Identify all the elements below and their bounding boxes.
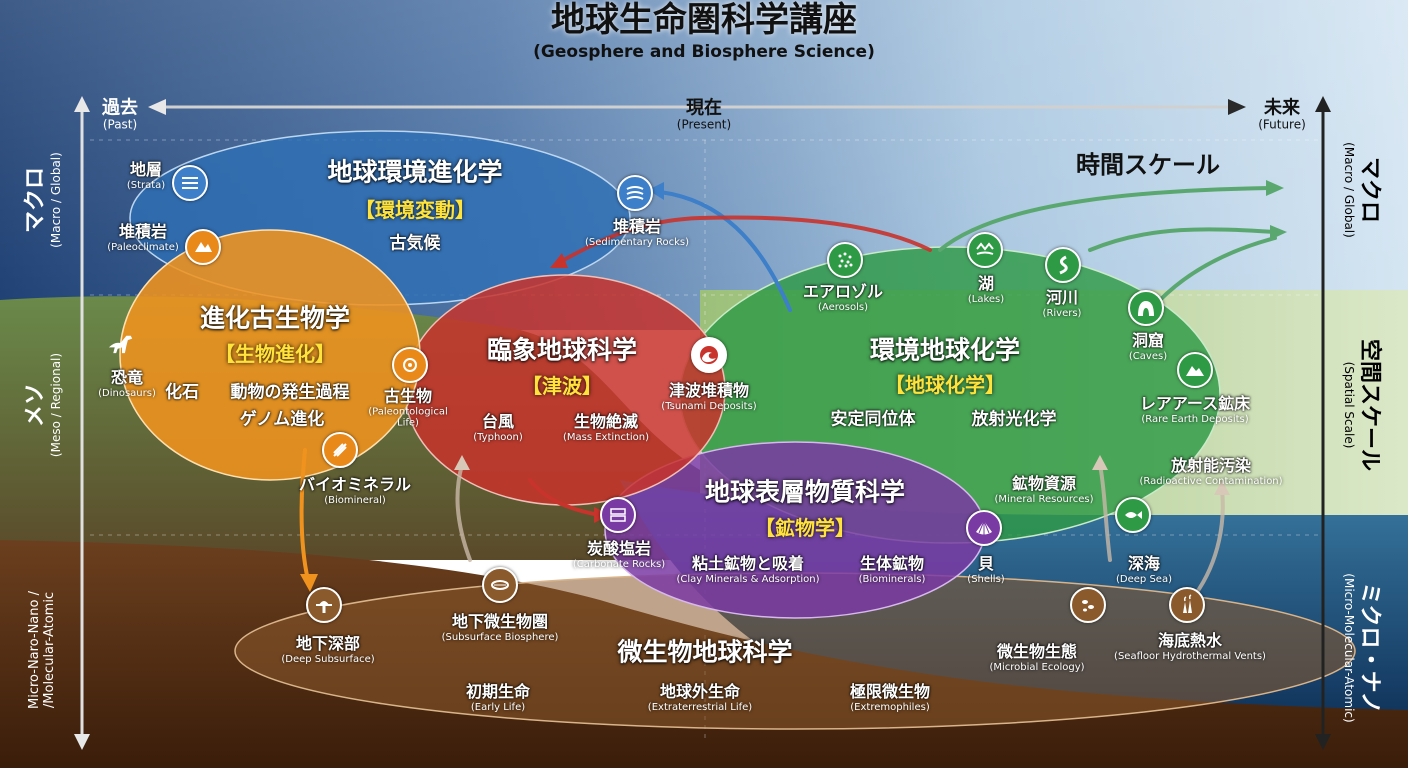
dinosaur-icon bbox=[106, 327, 138, 359]
rare-earth-icon bbox=[1177, 352, 1213, 388]
field-paleo-name: 進化古生物学 bbox=[199, 303, 351, 333]
rivers-icon bbox=[1045, 247, 1081, 283]
label-rare-earth: レアアース鉱床(Rare Earth Deposits) bbox=[1139, 394, 1251, 425]
field-surface-sub: 【鉱物学】 bbox=[755, 516, 855, 540]
field-env-evolution-topic: 古気候 bbox=[389, 233, 441, 254]
label-extraterrestrial-life: 地球外生命(Extraterrestrial Life) bbox=[647, 682, 753, 713]
right-axis-micro: ミクロ・ナノ (Micro-Molecular-Atomic) bbox=[1342, 573, 1382, 723]
label-paleoclimate: 堆積岩(Paleoclimate) bbox=[107, 222, 179, 253]
field-geochem-topic-synchrotron: 放射光化学 bbox=[971, 409, 1057, 430]
right-axis-macro: マクロ (Macro / Global) bbox=[1342, 142, 1382, 238]
right-axis-spatial: 空間スケール (Spatial Scale) bbox=[1342, 338, 1382, 472]
label-microbial-ecology: 微生物生態(Microbial Ecology) bbox=[989, 642, 1085, 673]
carbonate-rocks-icon bbox=[600, 497, 636, 533]
page-subtitle: (Geosphere and Biosphere Science) bbox=[533, 42, 875, 63]
left-axis-micro: Micro-Naro-Nano / /Molecular-Atomic bbox=[27, 591, 57, 709]
label-shells: 貝(Shells) bbox=[967, 554, 1005, 585]
field-geochem-name: 環境地球化学 bbox=[869, 335, 1021, 365]
aerosols-icon bbox=[827, 242, 863, 278]
field-micro-name: 微生物地球科学 bbox=[617, 637, 793, 667]
field-env-evolution-name: 地球環境進化学 bbox=[327, 157, 503, 187]
deep-sea-fish-icon bbox=[1115, 497, 1151, 533]
label-early-life: 初期生命(Early Life) bbox=[465, 682, 531, 713]
axis-present: 現在 (Present) bbox=[676, 97, 732, 132]
label-strata: 地層(Strata) bbox=[126, 160, 166, 191]
label-rivers: 河川(Rivers) bbox=[1042, 288, 1082, 319]
label-deep-subsurface: 地下深部(Deep Subsurface) bbox=[281, 634, 375, 665]
title-block: 地球生命圏科学講座 (Geosphere and Biosphere Scien… bbox=[533, 0, 875, 63]
field-catastrophe-sub: 【津波】 bbox=[522, 374, 602, 398]
label-lakes: 湖(Lakes) bbox=[967, 274, 1005, 305]
time-scale-label: 時間スケール bbox=[1076, 150, 1220, 179]
label-dinosaurs: 恐竜(Dinosaurs) bbox=[98, 368, 156, 399]
field-paleo-topic-development: 動物の発生過程 bbox=[230, 382, 350, 403]
label-carbonate-rocks: 炭酸塩岩(Carbonate Rocks) bbox=[572, 539, 666, 570]
field-surface-name: 地球表層物質科学 bbox=[704, 477, 906, 507]
label-tsunami-deposits: 津波堆積物(Tsunami Deposits) bbox=[661, 381, 757, 412]
field-paleo-topic-genome: ゲノム進化 bbox=[239, 409, 325, 430]
label-radioactive: 放射能汚染(Radioactive Contamination) bbox=[1139, 456, 1283, 487]
axis-past: 過去 (Past) bbox=[102, 97, 138, 132]
field-geochem-topic-isotope: 安定同位体 bbox=[830, 409, 916, 430]
field-paleo-sub: 【生物進化】 bbox=[215, 342, 335, 366]
sedimentary-rocks-icon bbox=[617, 175, 653, 211]
paleoclimate-icon bbox=[185, 229, 221, 265]
label-extremophiles: 極限微生物(Extremophiles) bbox=[849, 682, 931, 713]
microbial-ecology-icon bbox=[1070, 587, 1106, 623]
label-mass-extinction: 生物絶滅(Mass Extinction) bbox=[562, 412, 650, 443]
label-clay-minerals: 粘土鉱物と吸着(Clay Minerals & Adsorption) bbox=[676, 554, 820, 585]
tsunami-icon bbox=[691, 337, 727, 373]
label-typhoon: 台風(Typhoon) bbox=[473, 412, 523, 443]
hydrothermal-vents-icon bbox=[1169, 587, 1205, 623]
label-mineral-resources: 鉱物資源(Mineral Resources) bbox=[994, 474, 1094, 505]
label-caves: 洞窟(Caves) bbox=[1128, 331, 1168, 362]
caves-icon bbox=[1128, 290, 1164, 326]
field-geochem-sub: 【地球化学】 bbox=[885, 373, 1005, 397]
label-deep-sea: 深海(Deep Sea) bbox=[1116, 554, 1172, 585]
paleontological-life-icon bbox=[392, 347, 428, 383]
label-paleontological-life: 古生物(Paleontological Life) bbox=[368, 386, 448, 429]
label-hydrothermal-vents: 海底熱水(Seafloor Hydrothermal Vents) bbox=[1114, 631, 1266, 662]
axis-future: 未来 (Future) bbox=[1258, 97, 1306, 132]
label-biominerals: 生体鉱物(Biominerals) bbox=[858, 554, 926, 585]
label-subsurface-biosphere: 地下微生物圏(Subsurface Biosphere) bbox=[441, 612, 559, 643]
field-paleo-topic-fossil: 化石 bbox=[165, 382, 199, 403]
biomineral-icon bbox=[322, 432, 358, 468]
shells-icon bbox=[966, 510, 1002, 546]
left-axis-macro: マクロ (Macro / Global) bbox=[23, 152, 63, 248]
field-env-evolution-sub: 【環境変動】 bbox=[355, 198, 475, 222]
page-title: 地球生命圏科学講座 bbox=[551, 0, 857, 40]
deep-subsurface-icon bbox=[306, 587, 342, 623]
field-catastrophe-name: 臨象地球科学 bbox=[486, 335, 638, 365]
label-aerosols: エアロゾル(Aerosols) bbox=[802, 282, 884, 313]
left-axis-meso: メソ (Meso / Regional) bbox=[23, 352, 63, 458]
label-sedimentary-rocks: 堆積岩(Sedimentary Rocks) bbox=[584, 217, 690, 248]
strata-icon bbox=[172, 165, 208, 201]
label-biomineral: バイオミネラル(Biomineral) bbox=[298, 475, 412, 506]
lakes-icon bbox=[967, 232, 1003, 268]
subsurface-biosphere-icon bbox=[482, 567, 518, 603]
